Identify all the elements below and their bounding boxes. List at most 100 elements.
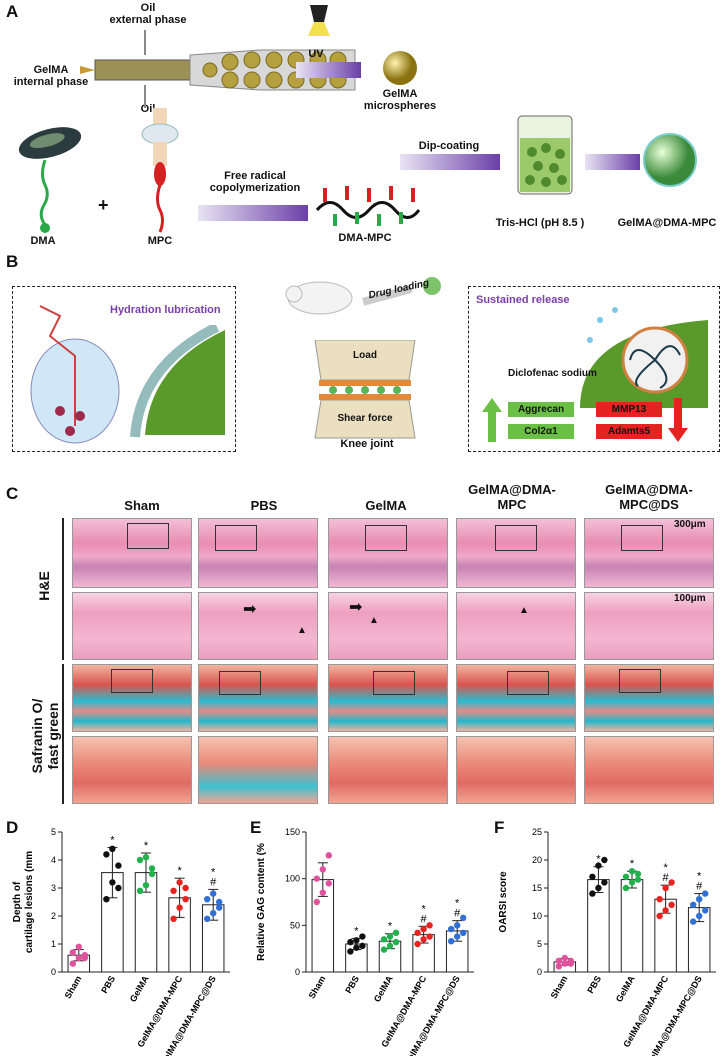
sf-low-gelma-dma-mpc-ds xyxy=(584,664,714,732)
data-point xyxy=(454,922,461,929)
data-point xyxy=(696,912,703,920)
significance-marker: # xyxy=(421,913,428,925)
data-point xyxy=(448,938,455,945)
data-point xyxy=(702,890,709,897)
microfluidic-device xyxy=(80,30,356,108)
plus-sign: + xyxy=(98,195,109,215)
data-point xyxy=(634,870,642,878)
gene-mmp13: MMP13 xyxy=(596,402,662,417)
data-point xyxy=(420,925,427,933)
data-point xyxy=(386,933,394,940)
data-point xyxy=(325,880,332,887)
lubrication-surface-icon xyxy=(130,325,225,438)
x-tick-label: GelMA xyxy=(128,974,151,1004)
data-point xyxy=(115,884,122,892)
defect-triangle-icon: ▲ xyxy=(297,625,307,636)
data-point xyxy=(386,942,394,950)
data-point xyxy=(426,933,433,940)
data-point xyxy=(176,904,183,911)
y-axis-label: Depth of xyxy=(12,881,23,922)
release-sphere-icon xyxy=(580,307,708,408)
data-point xyxy=(210,910,217,917)
diclofenac-label: Diclofenac sodium xyxy=(508,368,597,379)
oil-external-label: Oil external phase xyxy=(109,2,187,26)
data-point xyxy=(561,960,568,967)
uv-arrow xyxy=(296,62,361,78)
sf-row-bar xyxy=(62,664,64,804)
data-point xyxy=(216,898,223,906)
defect-triangle-icon: ▲ xyxy=(369,615,379,626)
significance-marker: * xyxy=(211,866,216,878)
panel-f-label: F xyxy=(494,818,505,837)
data-point xyxy=(392,938,400,946)
data-point xyxy=(567,960,574,967)
sf-high-gelma-dma-mpc xyxy=(456,736,576,804)
y-axis-label: OARSI score xyxy=(498,871,509,933)
data-point xyxy=(460,914,467,922)
x-tick-label: Sham xyxy=(63,974,84,1000)
significance-marker: * xyxy=(177,865,182,877)
x-tick-label: GelMA xyxy=(372,974,395,1004)
data-point xyxy=(347,938,354,946)
data-point xyxy=(656,896,663,903)
y-tick-label: 1 xyxy=(51,939,56,949)
gelma-internal-label: GelMA internal phase xyxy=(13,64,89,88)
data-point xyxy=(182,884,189,892)
data-point xyxy=(148,870,156,878)
data-point xyxy=(81,954,89,962)
row-he: H&E xyxy=(36,571,52,601)
tris-label: Tris-HCl (pH 8.5 ) xyxy=(495,217,585,229)
y-tick-label: 15 xyxy=(532,883,542,893)
data-point xyxy=(702,907,709,914)
data-point xyxy=(454,933,461,940)
sf-low-gelma-dma-mpc xyxy=(456,664,576,732)
data-point xyxy=(662,884,669,892)
gene-adamts5: Adamts5 xyxy=(596,424,662,439)
he-low-gelma-dma-mpc xyxy=(456,518,576,588)
he-high-sham xyxy=(72,592,192,660)
data-point xyxy=(353,937,360,944)
gelma-microsphere-icon xyxy=(383,51,417,85)
mpc-label: MPC xyxy=(147,235,173,247)
dma-mpc-polymer-icon xyxy=(315,186,420,226)
data-point xyxy=(561,954,568,962)
data-point xyxy=(414,940,421,948)
data-point xyxy=(426,922,433,929)
sf-high-gelma-dma-mpc-ds xyxy=(584,736,714,804)
data-point xyxy=(555,963,562,970)
significance-marker: * xyxy=(663,862,668,874)
y-tick-label: 4 xyxy=(51,855,56,865)
data-point xyxy=(109,879,116,886)
gelma-microspheres-label: GelMA microspheres xyxy=(363,88,437,112)
col-sham: Sham xyxy=(124,498,160,513)
uv-label: UV xyxy=(308,48,324,60)
he-high-pbs: ➡ ▲ xyxy=(198,592,318,660)
significance-marker: * xyxy=(421,903,426,915)
data-point xyxy=(634,876,642,883)
data-point xyxy=(601,879,608,886)
significance-marker: * xyxy=(596,854,601,866)
data-point xyxy=(115,862,122,869)
mouse-syringe-icon xyxy=(285,277,441,315)
data-point xyxy=(668,879,675,886)
y-axis-label: cartilage lesions (mm xyxy=(24,851,35,953)
x-tick-label: GelMA@DMA-MPC@DS xyxy=(158,974,218,1056)
defect-arrow-icon: ➡ xyxy=(349,599,363,616)
data-point xyxy=(392,929,400,936)
he-low-pbs xyxy=(198,518,318,588)
significance-marker: # xyxy=(210,876,217,888)
significance-marker: * xyxy=(110,834,115,846)
data-point xyxy=(359,942,366,950)
y-tick-label: 0 xyxy=(537,967,542,977)
data-point xyxy=(103,851,110,858)
up-arrow-icon xyxy=(482,398,502,442)
significance-marker: * xyxy=(697,871,702,883)
data-point xyxy=(69,949,77,956)
data-point xyxy=(690,918,697,925)
panel-e-label: E xyxy=(250,818,262,837)
col-gelma-dma-mpc: GelMA@DMA- MPC xyxy=(468,482,556,512)
col-pbs: PBS xyxy=(250,498,278,513)
data-point xyxy=(668,901,675,908)
